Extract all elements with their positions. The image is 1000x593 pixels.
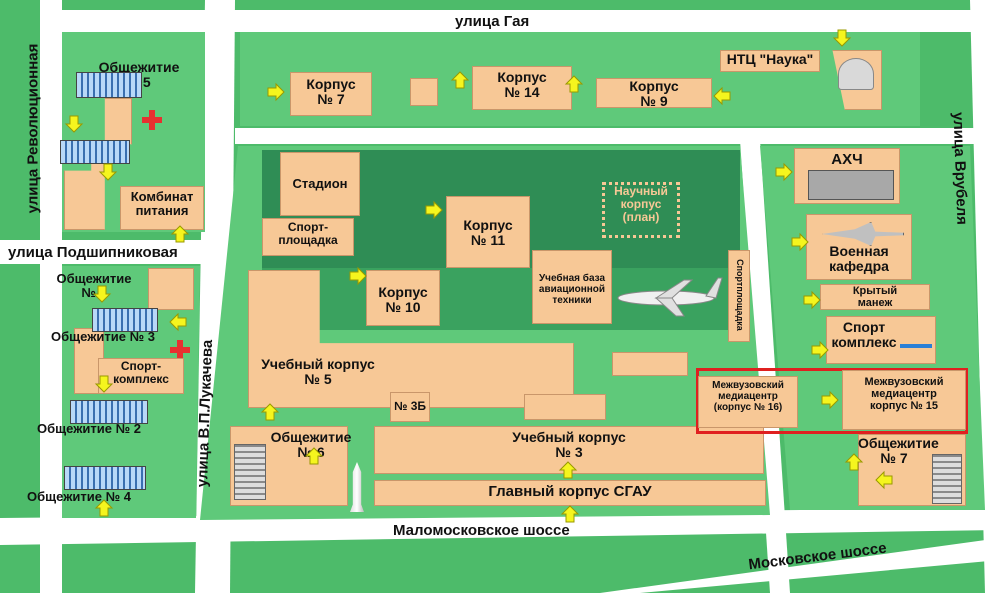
label-sportploshchadka-vertical: Спортплощадка	[734, 259, 745, 331]
building-korpus-7[interactable]	[290, 72, 372, 116]
label-stadion: Стадион	[292, 176, 348, 191]
dormitory-icon	[76, 72, 142, 98]
rocket-icon	[350, 462, 364, 512]
street-label-podshipnikovaya: улица Подшипниковая	[8, 244, 178, 261]
street-label-revolutsionnaya: улица Революционная	[24, 43, 42, 214]
street-label-gaya: улица Гая	[455, 13, 530, 30]
label-korpus-3b: № 3Б	[393, 399, 426, 413]
label-obshch-3: Общежитие № 3	[51, 329, 155, 344]
building-obshch-8[interactable]	[148, 268, 194, 310]
street-label-malomoskovskoe: Маломосковское шоссе	[393, 522, 570, 539]
building-small-3	[524, 394, 606, 420]
label-obshch-2: Общежитие № 2	[37, 421, 141, 436]
building-voennaya[interactable]	[806, 214, 912, 280]
building-sportkompleks-right[interactable]	[826, 316, 936, 364]
label-ahch: АХЧ	[831, 151, 863, 168]
dormitory-icon	[234, 444, 266, 500]
building-korpus-14[interactable]	[472, 66, 572, 110]
label-kombinat: Комбинат питания	[130, 189, 194, 219]
label-sportkompleks-left: Спорт- комплекс	[113, 359, 169, 387]
red-cross-icon	[170, 340, 190, 360]
label-mediacentre-16: Межвузовский медиацентр (корпус № 16)	[712, 380, 784, 413]
building-kombinat[interactable]	[120, 186, 204, 230]
building-small-top	[410, 78, 438, 106]
dormitory-icon	[70, 400, 148, 424]
label-sportploshchadka: Спорт- площадка	[278, 220, 338, 248]
label-uchebnaya-baza: Учебная база авиационной техники	[538, 273, 606, 306]
label-obshch-4: Общежитие № 4	[27, 489, 131, 504]
label-manezh: Крытый манеж	[852, 285, 898, 310]
label-korpus-10: Корпус № 10	[378, 284, 428, 316]
label-mediacentre-15: Межвузовский медиацентр корпус № 15	[864, 376, 944, 413]
building-mediacentre-16[interactable]	[698, 376, 798, 428]
dormitory-icon	[64, 466, 146, 490]
red-cross-icon	[142, 110, 162, 130]
label-korpus-11: Корпус № 11	[463, 217, 513, 249]
building-korpus-9[interactable]	[596, 78, 712, 108]
building-korpus-10[interactable]	[366, 270, 440, 326]
truck-icon	[808, 170, 894, 200]
dormitory-icon	[60, 140, 130, 164]
label-voennaya: Военная кафедра	[829, 243, 889, 275]
airliner-icon	[614, 270, 724, 320]
label-sportkompleks-right: Спорт комплекс	[831, 319, 897, 351]
building-mediacentre-15[interactable]	[842, 370, 966, 430]
label-obshch-8: Общежитие № 8	[56, 271, 132, 301]
label-korpus-7: Корпус № 7	[306, 76, 356, 108]
building-manezh[interactable]	[820, 284, 930, 310]
building-uchebnaya-baza[interactable]	[532, 250, 612, 324]
radar-dome-icon	[838, 58, 874, 90]
label-glavny: Главный корпус СГАУ	[488, 483, 652, 500]
building-ntc-nauka[interactable]	[720, 50, 820, 72]
building-nauchny-plan[interactable]	[602, 182, 680, 238]
building-small-mid	[612, 352, 688, 376]
building-korpus-11[interactable]	[446, 196, 530, 268]
building-sportploshchadka[interactable]	[262, 218, 354, 256]
building-stadion[interactable]	[280, 152, 360, 216]
label-obshch-6: Общежитие № 6	[270, 429, 352, 461]
dormitory-icon	[92, 308, 158, 332]
label-korpus-14: Корпус № 14	[497, 69, 547, 101]
label-korpus-9: Корпус № 9	[629, 78, 679, 110]
building-korpus-3b[interactable]	[390, 392, 430, 422]
label-uchebny-5: Учебный корпус № 5	[261, 356, 375, 388]
label-uchebny-3: Учебный корпус № 3	[512, 429, 626, 461]
swimmer-icon	[900, 320, 932, 348]
label-obshch-7: Общежитие № 7	[858, 435, 939, 467]
dormitory-icon	[932, 454, 962, 504]
building-sportploshchadka-vertical[interactable]	[728, 250, 750, 342]
label-ntc-nauka: НТЦ "Наука"	[726, 51, 814, 67]
mediacentre-highlight	[696, 368, 968, 434]
label-nauchny: Научный корпус (план)	[614, 184, 668, 225]
